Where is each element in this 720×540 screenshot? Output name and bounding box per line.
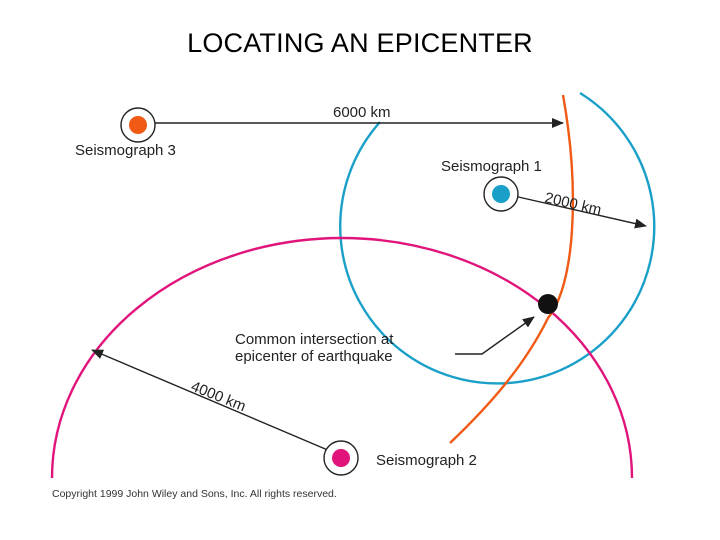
seismograph-1-marker: [492, 185, 510, 203]
intersection-label-line-2: epicenter of earthquake: [235, 348, 393, 365]
seismograph-3-marker: [129, 116, 147, 134]
distance-label-4000: 4000 km: [189, 378, 249, 415]
seismograph-1-label: Seismograph 1: [441, 158, 542, 175]
distance-label-6000: 6000 km: [333, 104, 391, 121]
copyright-notice: Copyright 1999 John Wiley and Sons, Inc.…: [52, 488, 337, 500]
intersection-pointer-arrow: [455, 316, 535, 355]
intersection-label-line-1: Common intersection at: [235, 331, 394, 348]
page-title: LOCATING AN EPICENTER: [187, 28, 533, 58]
seismograph-2-station: [323, 440, 359, 476]
distance-arrow-4000: [91, 349, 331, 452]
seismograph-2-marker: [332, 449, 350, 467]
seismograph-3-station: [120, 107, 156, 143]
distance-arrow-2000: [513, 195, 647, 229]
seismograph-1-distance-circle: [339, 91, 656, 385]
seismograph-3-label: Seismograph 3: [75, 142, 176, 159]
seismograph-2-label: Seismograph 2: [376, 452, 477, 469]
seismograph-3-distance-arc: [449, 94, 575, 444]
epicenter-marker: [538, 294, 558, 314]
seismograph-1-station: [483, 176, 519, 212]
seismograph-2-distance-circle: [50, 236, 634, 479]
